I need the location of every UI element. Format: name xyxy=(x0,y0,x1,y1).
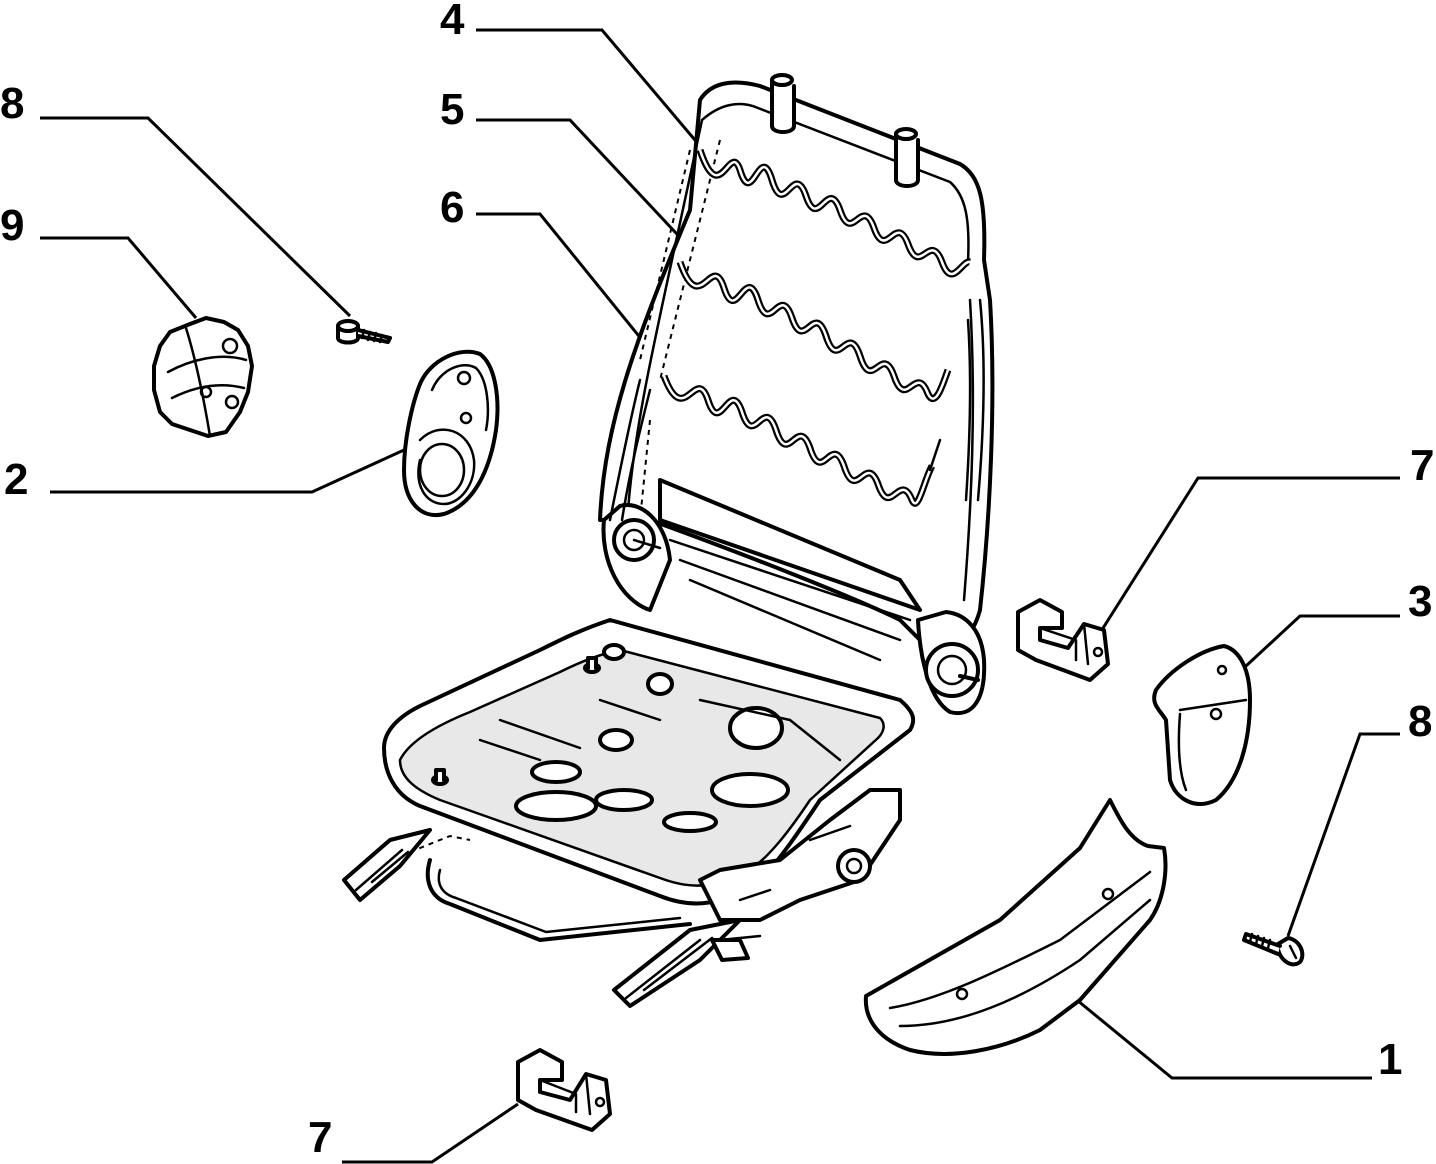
callout-label-9: 9 xyxy=(0,201,24,250)
clip-part-7-bottom xyxy=(516,1048,612,1132)
right-recliner-cover-part-3 xyxy=(1152,644,1252,806)
leader-line-1 xyxy=(1071,994,1372,1080)
callout-label-7-right: 7 xyxy=(1410,441,1434,490)
backrest-hidden-lines xyxy=(639,139,721,521)
backrest-right-strut xyxy=(928,298,985,502)
callout-label-1: 1 xyxy=(1378,1035,1402,1084)
callout-label-7-bottom: 7 xyxy=(308,1113,332,1162)
height-adjuster-mechanism xyxy=(698,788,902,922)
seat-rail-bar xyxy=(425,858,692,942)
screw-part-8-right xyxy=(1242,932,1305,967)
callout-label-8-left: 8 xyxy=(0,79,24,128)
leader-line-8-left xyxy=(40,116,352,318)
seat-pan-contours xyxy=(478,643,842,833)
callout-label-4: 4 xyxy=(440,0,465,44)
leader-line-8-right xyxy=(1286,732,1400,937)
clip-part-7-right xyxy=(1016,598,1110,682)
callout-label-5: 5 xyxy=(440,85,464,134)
seat-front-bolt xyxy=(431,656,601,786)
screw-part-8-left xyxy=(336,319,392,345)
backrest-inner-edge xyxy=(626,102,975,602)
leader-line-7-bottom xyxy=(342,1102,519,1164)
callout-label-8-right: 8 xyxy=(1408,697,1432,746)
callout-label-3: 3 xyxy=(1408,577,1432,626)
recliner-knob-part-9 xyxy=(152,316,254,438)
side-trim-panel-part-1 xyxy=(863,798,1168,1056)
callout-label-6: 6 xyxy=(440,183,464,232)
leader-line-3 xyxy=(1244,614,1400,668)
leader-lines xyxy=(40,28,1400,1164)
leader-line-2 xyxy=(50,448,405,494)
backrest-lower-crossbar xyxy=(658,478,922,612)
left-recliner-cover-part-2 xyxy=(402,349,500,518)
leader-line-5 xyxy=(476,118,692,250)
seat-frame-assembly xyxy=(342,73,995,1008)
seat-rails xyxy=(342,788,902,1008)
adjuster-knob xyxy=(836,848,872,884)
leader-line-7-right xyxy=(1096,476,1400,637)
leader-line-6 xyxy=(476,212,670,373)
leader-line-9 xyxy=(40,236,198,319)
left-recliner-hinge xyxy=(601,502,672,612)
backrest-left-strut xyxy=(608,378,652,522)
leader-line-4 xyxy=(476,28,702,147)
right-recliner-hinge xyxy=(916,610,987,716)
callout-label-2: 2 xyxy=(4,455,28,504)
headrest-guide-posts xyxy=(770,73,920,188)
